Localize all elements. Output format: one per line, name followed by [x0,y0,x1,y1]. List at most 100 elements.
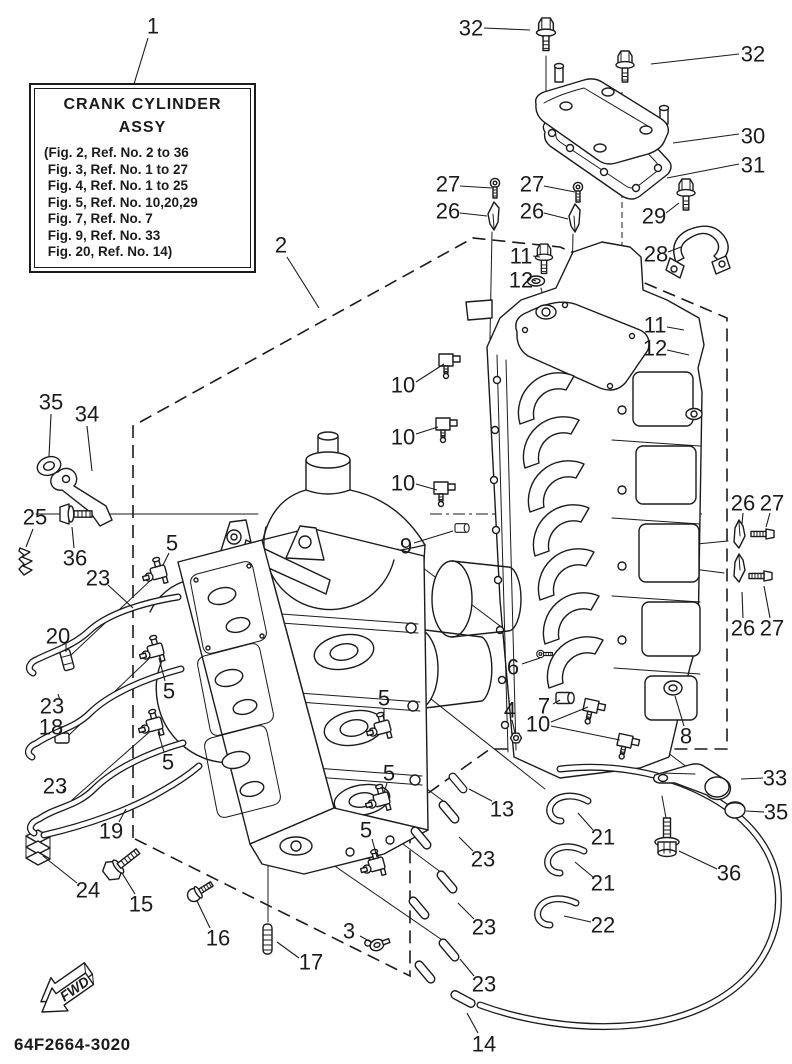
callout-27: 27 [520,172,544,197]
callout-17: 17 [299,950,323,975]
callout-5: 5 [360,818,372,843]
callout-6: 6 [507,655,519,680]
leader-line-32 [483,27,531,31]
leader-line-14 [466,1012,479,1034]
callout-26: 26 [520,199,544,224]
clip-25 [18,547,33,576]
leader-line-23 [459,958,475,977]
callout-20: 20 [46,624,70,649]
callout-33: 33 [763,766,787,791]
callout-10: 10 [391,373,415,398]
leader-line-9 [413,530,454,544]
leader-line-5 [157,731,165,753]
callout-22: 22 [591,913,615,938]
info-box-inner: CRANK CYLINDER ASSY (Fig. 2, Ref. No. 2 … [34,88,251,268]
part-code: 64F2664-3020 [14,1035,131,1054]
leader-line-29 [665,202,680,214]
leader-line-13 [468,788,493,802]
callout-26: 26 [731,491,755,516]
info-box: CRANK CYLINDER ASSY (Fig. 2, Ref. No. 2 … [29,83,256,273]
leader-line-23 [458,836,474,852]
callout-10: 10 [391,471,415,496]
callout-36: 36 [63,546,87,571]
clamp-28 [665,225,731,279]
leader-line-7 [552,699,561,705]
callout-25: 25 [23,505,47,530]
bolt-36-right [654,817,680,858]
info-box-fig-list: (Fig. 2, Ref. No. 2 to 36 Fig. 3, Ref. N… [35,145,198,261]
leader-line-34 [86,425,93,472]
callout-16: 16 [206,926,230,951]
callout-30: 30 [741,124,765,149]
leader-line-3 [359,935,372,943]
callout-4: 4 [504,698,516,723]
leader-line-22 [563,915,592,923]
leader-line-10 [415,483,438,491]
leader-line-36 [678,850,718,870]
grommet-35 [36,455,62,477]
fig-ref-line: Fig. 5, Ref. No. 10,20,29 [44,194,198,210]
leader-line-27 [763,585,771,619]
leader-line-10 [415,363,445,383]
callout-29: 29 [642,204,666,229]
leader-line-18 [58,730,61,735]
callout-23: 23 [472,915,496,940]
plug-9 [454,523,470,533]
callout-1: 1 [147,14,159,39]
crankcase-front-plate [177,539,335,845]
callout-26: 26 [436,199,460,224]
leader-line-5 [371,838,378,858]
callout-5: 5 [383,761,395,786]
leader-line-21 [577,812,594,831]
callout-23: 23 [471,847,495,872]
info-box-title-line1: CRANK CYLINDER [63,96,222,113]
callout-3: 3 [343,919,355,944]
stud-17 [262,923,273,955]
callout-15: 15 [129,892,153,917]
callout-36: 36 [717,861,741,886]
leader-line-33 [740,777,764,780]
leader-line-27 [543,185,576,193]
exhaust-cover-plate [534,62,670,165]
leader-line-23 [62,788,65,792]
leader-line-35 [48,413,52,458]
callout-9: 9 [400,534,412,559]
leader-line-5 [383,782,388,794]
grommet-8 [663,680,683,696]
callout-27: 27 [760,491,784,516]
crankcase-bottom [249,807,429,875]
callout-31: 31 [741,153,765,178]
exhaust-cover-group [487,17,731,361]
callout-13: 13 [490,797,514,822]
leader-line-2 [286,256,320,309]
bolt-15 [101,848,141,881]
leader-line-4 [511,719,516,734]
fig-ref-line: Fig. 20, Ref. No. 14) [44,244,173,259]
right-lower-parts [652,763,746,858]
plug-7 [555,691,575,705]
leader-line-30 [672,133,740,144]
callout-23: 23 [86,566,110,591]
callout-32: 32 [459,16,483,41]
leader-line-23 [107,584,134,609]
callout-23: 23 [472,972,496,997]
callout-14: 14 [472,1032,496,1057]
leader-line-17 [276,941,300,959]
leader-line-23 [57,693,61,701]
bolt-16 [186,881,214,903]
nut-4 [509,732,523,744]
callout-11: 11 [644,313,667,338]
callout-24: 24 [76,878,100,903]
leader-line-27 [459,185,493,189]
callout-5: 5 [162,750,174,775]
leader-line-16 [196,900,211,929]
callout-26: 26 [731,616,755,641]
fig-ref-line: (Fig. 2, Ref. No. 2 to 36 [44,145,189,160]
leader-line-12 [666,349,690,356]
leader-line-11 [666,326,685,331]
leader-line-28 [667,246,682,253]
callout-32: 32 [741,42,765,67]
leader-line-5 [162,552,170,566]
leader-line-11 [532,255,541,258]
